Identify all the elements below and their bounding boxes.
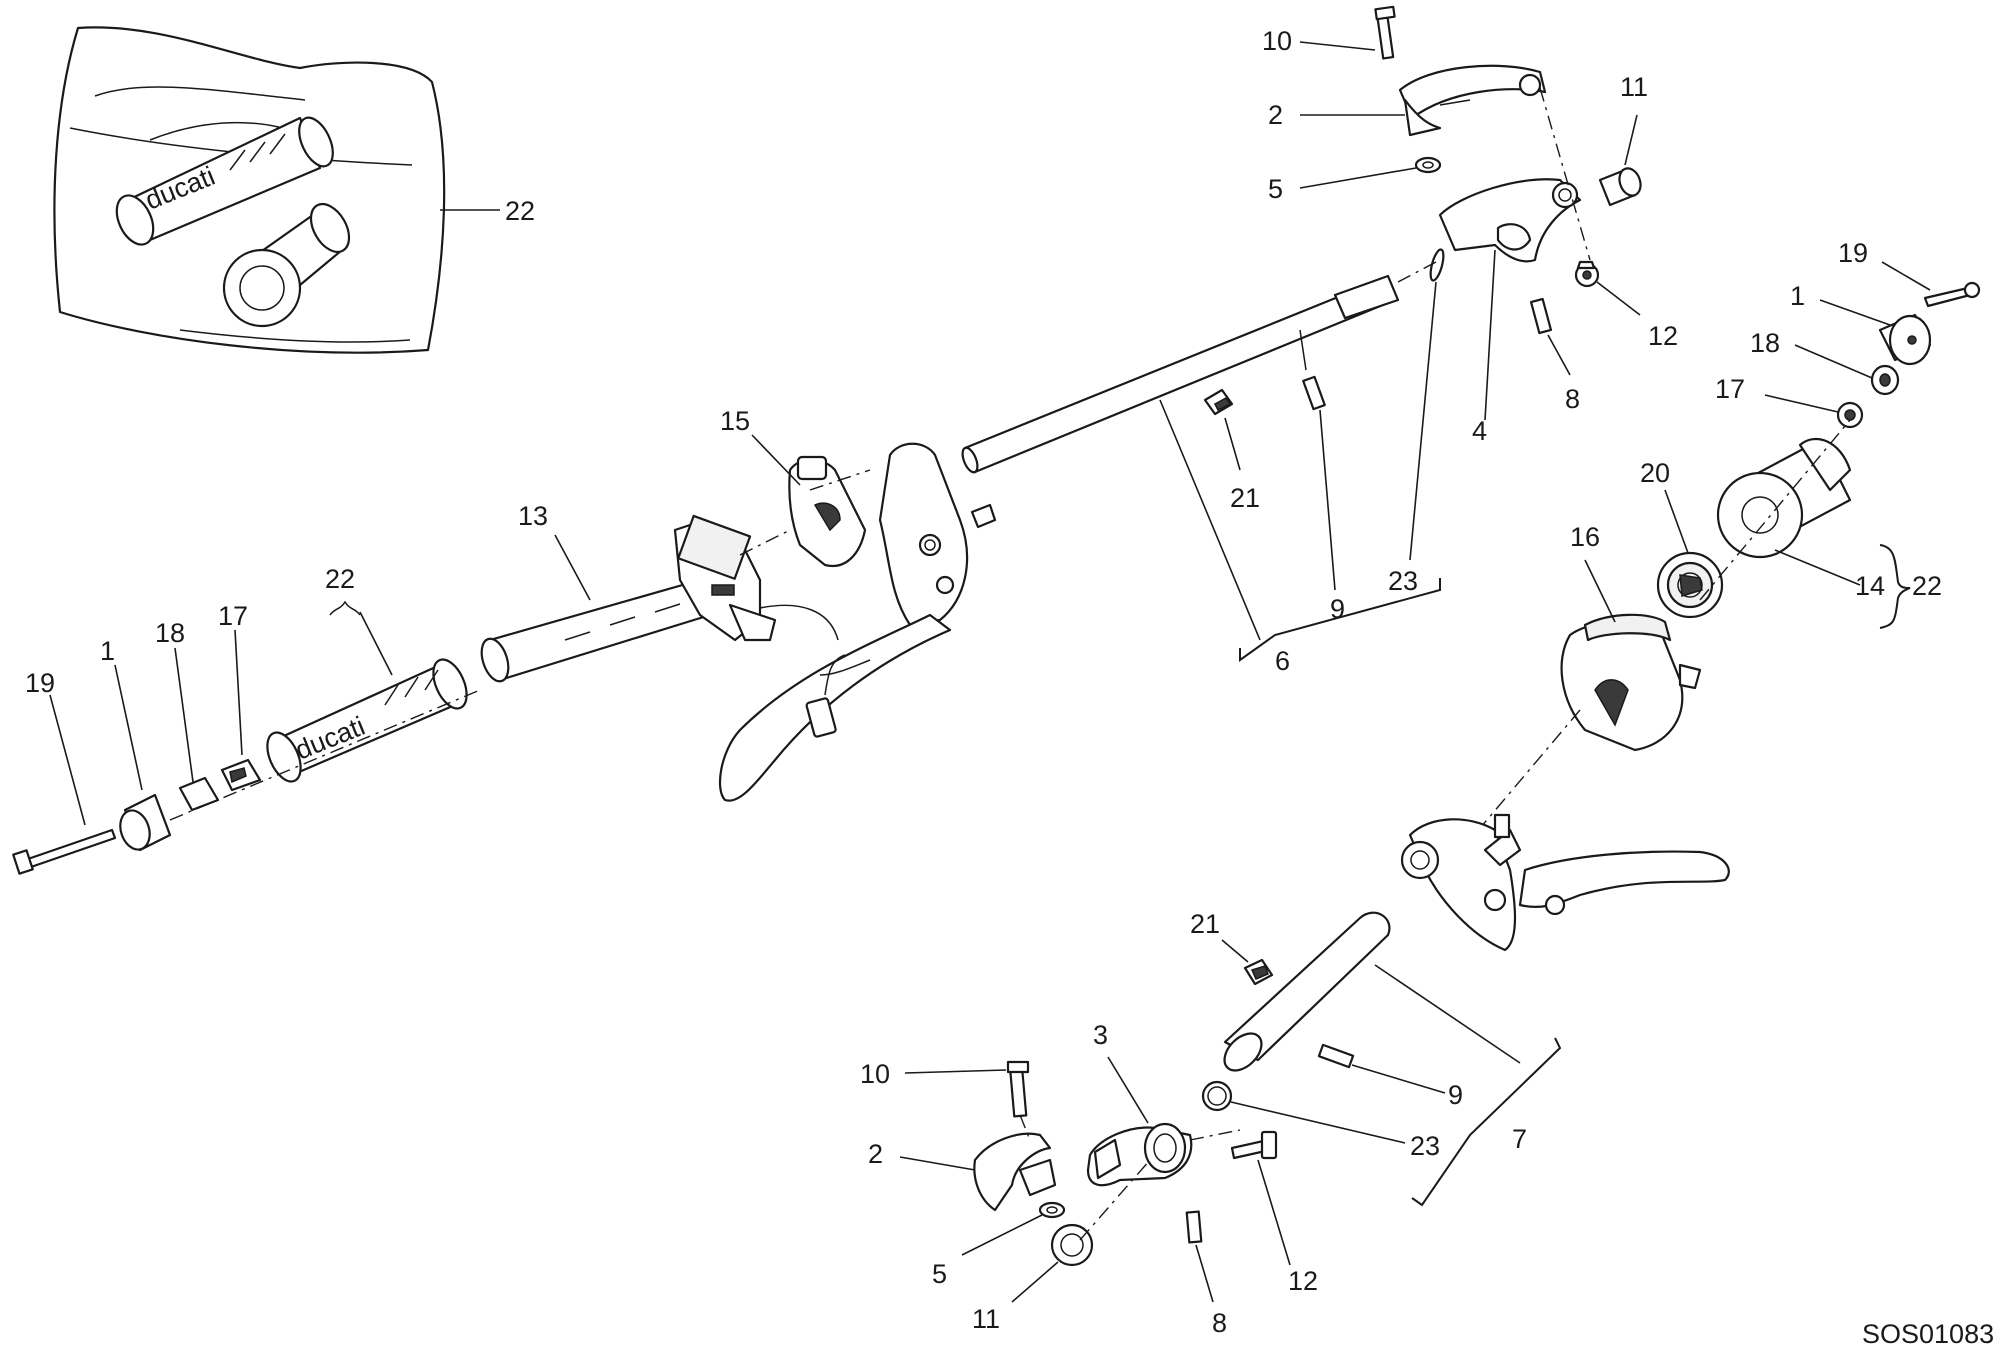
- screw-10-bottom: [904, 1060, 1030, 1118]
- callout-22-inset: 22: [505, 196, 535, 226]
- callout-9-bottom: 9: [1448, 1080, 1463, 1110]
- callout-14: 14: [1855, 571, 1885, 601]
- bar-end-1-left: [114, 664, 172, 852]
- callout-12-bottom: 12: [1288, 1266, 1318, 1296]
- callout-7: 7: [1512, 1124, 1527, 1154]
- callout-3: 3: [1093, 1020, 1108, 1050]
- callout-9-top: 9: [1330, 594, 1345, 624]
- weight-17-right: [1764, 394, 1864, 429]
- bolt-12-top: [1574, 260, 1641, 316]
- clamp-body-4: [1438, 178, 1582, 421]
- callout-1-right: 1: [1790, 281, 1805, 311]
- bracket-22-right: [1879, 544, 1911, 629]
- nut-21-top: [1203, 388, 1241, 471]
- callout-16: 16: [1570, 522, 1600, 552]
- nut-21-bottom: [1221, 939, 1274, 986]
- callout-20: 20: [1640, 458, 1670, 488]
- switch-housing-left: [673, 514, 839, 642]
- callout-1-left: 1: [100, 636, 115, 666]
- bolt-11-bottom: [1011, 1223, 1094, 1303]
- callout-23-bottom: 23: [1410, 1131, 1440, 1161]
- callout-10-top: 10: [1262, 26, 1292, 56]
- callout-17-right: 17: [1715, 374, 1745, 404]
- callout-23-top: 23: [1388, 566, 1418, 596]
- callout-19-left: 19: [25, 668, 55, 698]
- callout-6: 6: [1275, 646, 1290, 676]
- callout-5-top: 5: [1268, 174, 1283, 204]
- oring-23-top: [1409, 248, 1445, 561]
- bracket-6: [1239, 578, 1441, 662]
- weight-17-left: [220, 629, 262, 792]
- callout-22-left: 22: [325, 564, 355, 594]
- callout-12-top: 12: [1648, 321, 1678, 351]
- grip-14: [1716, 437, 1861, 586]
- bolt-11-top: [1598, 114, 1642, 207]
- callout-17-left: 17: [218, 601, 248, 631]
- pin-8-top: [1529, 297, 1571, 376]
- bar-end-1-right: [1819, 299, 1932, 366]
- handlebar-tube-lower: [1223, 911, 1521, 1072]
- clamp-cap-2-bottom: [899, 1132, 1057, 1212]
- callout-18-left: 18: [155, 618, 185, 648]
- pin-9-top: [1299, 329, 1336, 591]
- callout-22-right: 22: [1912, 571, 1942, 601]
- brake-lever-assembly: [1400, 813, 1730, 952]
- callout-21-bottom: 21: [1190, 909, 1220, 939]
- throttle-tube-13: [480, 534, 712, 683]
- callout-2-top: 2: [1268, 100, 1283, 130]
- callout-11-bottom: 11: [972, 1304, 1000, 1334]
- callout-18-right: 18: [1750, 328, 1780, 358]
- washer-5-top: [1299, 156, 1442, 189]
- callout-4: 4: [1472, 416, 1487, 446]
- callout-8-top: 8: [1565, 384, 1580, 414]
- screw-19-left: [12, 694, 117, 875]
- spacer-18-right: [1794, 344, 1900, 396]
- drawing-code: SOS01083: [1862, 1319, 1994, 1349]
- callout-8-bottom: 8: [1212, 1308, 1227, 1338]
- grip-22-left: ducati: [266, 600, 468, 783]
- pin-8-bottom: [1185, 1210, 1214, 1303]
- bolt-12-bottom: [1230, 1130, 1291, 1266]
- spacer-18-left: [174, 647, 220, 812]
- inset-grip-bag: ducati: [53, 26, 500, 354]
- washer-5-bottom: [961, 1201, 1066, 1256]
- switch-cover-15: [751, 434, 867, 568]
- clamp-body-3: [1086, 1056, 1193, 1187]
- callout-11-top: 11: [1620, 72, 1648, 102]
- callout-13: 13: [518, 501, 548, 531]
- handlebar-tube-upper: [961, 274, 1400, 641]
- callout-10-bottom: 10: [860, 1059, 890, 1089]
- callout-15: 15: [720, 406, 750, 436]
- clamp-cap-2-top: [1300, 64, 1547, 137]
- pin-9-bottom: [1317, 1043, 1446, 1094]
- throttle-drum-20: [1656, 489, 1724, 619]
- callout-5-bottom: 5: [932, 1259, 947, 1289]
- screw-19-right: [1881, 261, 1981, 308]
- bracket-7: [1411, 1037, 1562, 1207]
- callout-2-bottom: 2: [868, 1139, 883, 1169]
- callout-19-right: 19: [1838, 238, 1868, 268]
- screw-10-top: [1299, 5, 1396, 60]
- clutch-lever-assembly: [718, 442, 997, 802]
- callout-21-top: 21: [1230, 483, 1260, 513]
- oring-23-bottom: [1201, 1080, 1406, 1144]
- inset-grip-b: [222, 203, 351, 328]
- switch-housing-16: [1560, 559, 1702, 752]
